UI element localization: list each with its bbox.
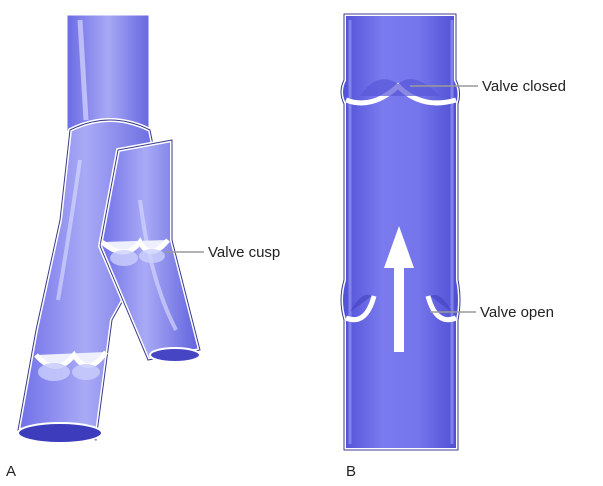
valve-cusp-label: Valve cusp: [208, 244, 280, 261]
panel-a: Valve cusp A: [6, 14, 280, 480]
panel-a-label: A: [6, 463, 16, 480]
panel-b-label: B: [346, 463, 356, 480]
panel-b: Valve closed Valve open B: [341, 14, 566, 480]
valve-open-label: Valve open: [480, 304, 554, 321]
valve-closed-label: Valve closed: [482, 78, 566, 95]
